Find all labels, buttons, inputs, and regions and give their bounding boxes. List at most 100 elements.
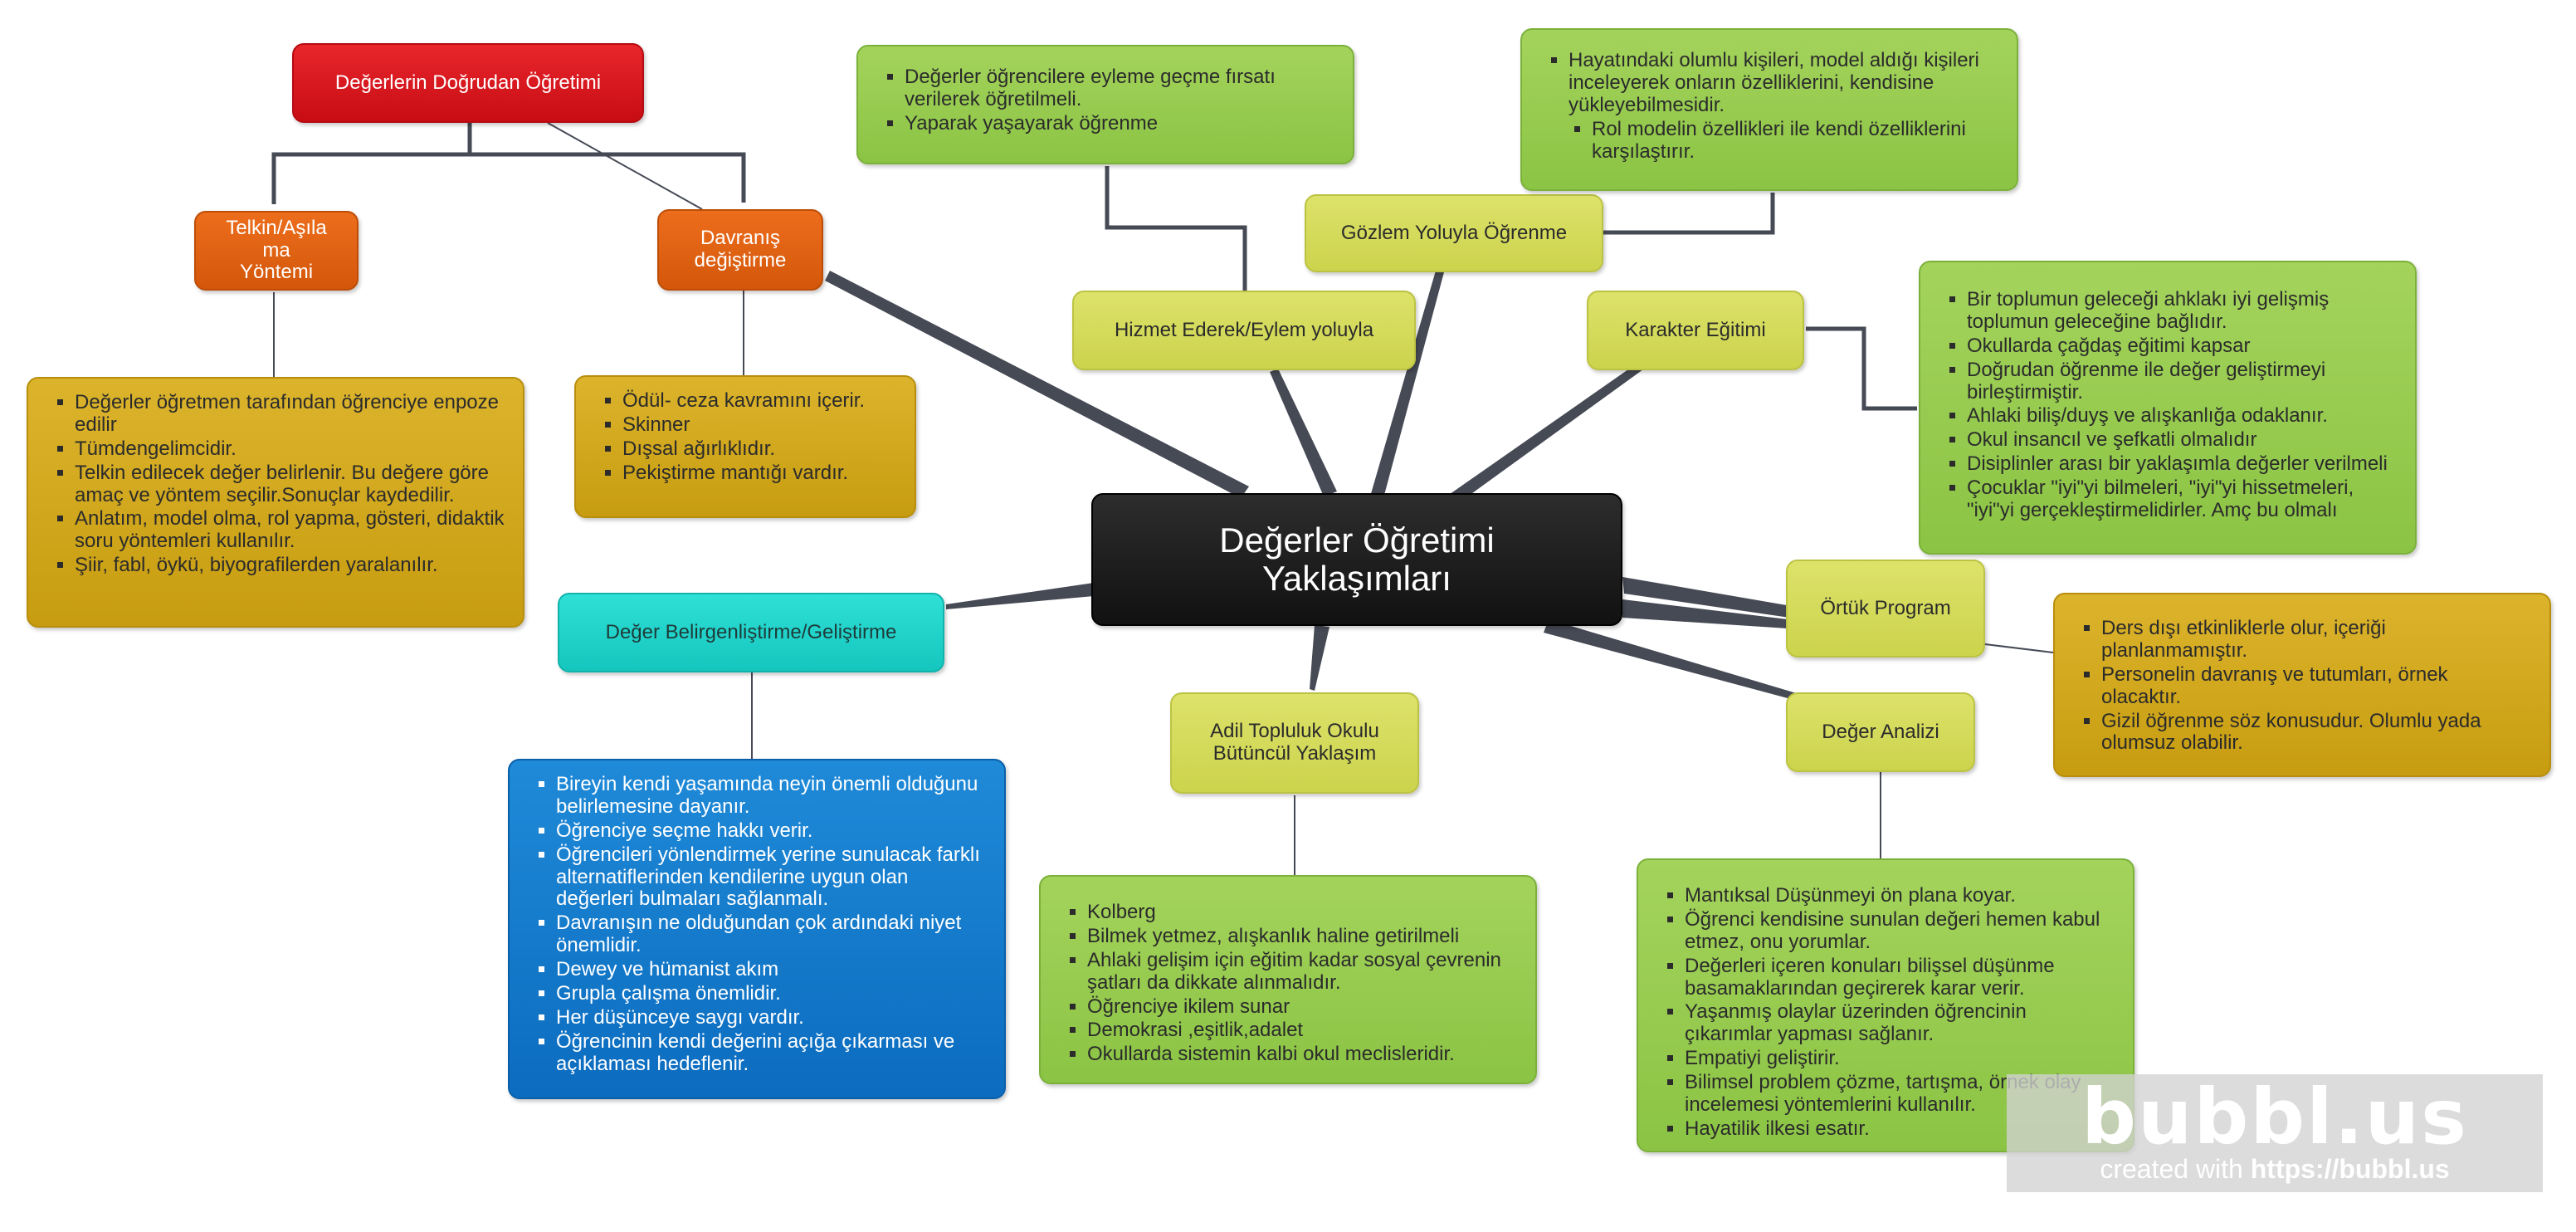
davranis-list: Ödül- ceza kavramını içerir. Skinner Dış… [591, 389, 898, 485]
ortuk-list-node[interactable]: Ders dışı etkinliklerle olur, içeriği pl… [2053, 593, 2551, 777]
list-item: Davranışın ne olduğundan çok ardındaki n… [556, 912, 988, 957]
list-item: Öğrenci kendisine sunulan değeri hemen k… [1685, 908, 2116, 954]
link-gozlem-list [1603, 193, 1775, 235]
hizmet-title: Hizmet Ederek/Eylem yoluyla [1114, 318, 1374, 341]
link-ortuk-list [1984, 643, 2054, 653]
karakter-title: Karakter Eğitimi [1625, 318, 1766, 341]
list-item: Öğrenciye seçme hakkı verir. [556, 819, 988, 843]
adil-node[interactable]: Adil Topluluk Okulu Bütüncül Yaklaşım [1170, 692, 1419, 794]
list-item: Öğrencinin kendi değerini açığa çıkarmas… [556, 1030, 988, 1076]
davranis-node[interactable]: Davranış değiştirme [657, 209, 823, 291]
gozlem-list: Hayatındaki olumlu kişileri, model aldığ… [1537, 49, 2000, 164]
radial-links [825, 271, 1801, 701]
watermark-prefix: created with [2100, 1154, 2251, 1184]
list-item: Pekiştirme mantığı vardır. [622, 462, 898, 485]
thin-links [273, 122, 2054, 875]
gozlem-node[interactable]: Gözlem Yoluyla Öğrenme [1305, 194, 1603, 272]
belirginlestirme-list-node[interactable]: Bireyin kendi yaşamında neyin önemli old… [508, 759, 1006, 1099]
bubblus-watermark[interactable]: bubbl.us created with https://bubbl.us [2007, 1074, 2543, 1192]
telkin-list: Değerler öğretmen tarafından öğrenciye e… [43, 391, 506, 577]
hizmet-node[interactable]: Hizmet Ederek/Eylem yoluyla [1072, 291, 1416, 370]
link-direct-cross [547, 122, 703, 210]
link-center-hizmet [1270, 369, 1337, 496]
list-item: Ders dışı etkinliklerle olur, içeriği pl… [2101, 617, 2533, 662]
list-item: Hayatilik ilkesi esatır. [1685, 1117, 2116, 1141]
list-item: Disiplinler arası bir yaklaşımla değerle… [1967, 452, 2398, 476]
adil-title: Adil Topluluk Okulu Bütüncül Yaklaşım [1210, 720, 1379, 765]
list-item: Skinner [622, 413, 898, 437]
belirginlestirme-list: Bireyin kendi yaşamında neyin önemli old… [524, 773, 988, 1076]
link-hizmet-list [1105, 166, 1247, 291]
telkin-node[interactable]: Telkin/Aşıla ma Yöntemi [194, 211, 359, 291]
ortuk-list: Ders dışı etkinliklerle olur, içeriği pl… [2070, 617, 2533, 755]
link-center-ortuk-2 [1622, 599, 1801, 629]
link-center-analiz [1544, 619, 1799, 701]
list-item: Ahlaki biliş/duyş ve alışkanlığa odaklan… [1967, 404, 2398, 428]
link-center-ortuk [1622, 577, 1801, 619]
list-item: Mantıksal Düşünmeyi ön plana koyar. [1685, 884, 2116, 907]
karakter-list-node[interactable]: Bir toplumun geleceği ahklakı iyi gelişm… [1919, 261, 2417, 555]
list-item: Çocuklar "iyi"yi bilmeleri, "iyi"yi hiss… [1967, 477, 2398, 522]
list-item: Kolberg [1087, 901, 1519, 924]
list-item: Değerleri içeren konuları bilişsel düşün… [1685, 955, 2116, 1000]
link-center-gozlem [1370, 271, 1444, 498]
analiz-list: Mantıksal Düşünmeyi ön plana koyar. Öğre… [1653, 884, 2116, 1141]
watermark-link[interactable]: https://bubbl.us [2250, 1154, 2450, 1184]
list-item: Doğrudan öğrenme ile değer geliştirmeyi … [1967, 359, 2398, 404]
davranis-title: Davranış değiştirme [694, 227, 787, 271]
belirginlestirme-title: Değer Belirgenliştirme/Geliştirme [605, 620, 897, 643]
list-item: Telkin edilecek değer belirlenir. Bu değ… [75, 462, 506, 507]
list-item: Ödül- ceza kavramını içerir. [622, 389, 898, 413]
list-item: Yaparak yaşayarak öğrenme [905, 112, 1336, 135]
list-item: Dışsal ağırlıklıdır. [622, 438, 898, 461]
gozlem-title: Gözlem Yoluyla Öğrenme [1340, 221, 1568, 244]
list-item: Hayatındaki olumlu kişileri, model aldığ… [1569, 49, 2000, 117]
list-item: Ahlaki gelişim için eğitim kadar sosyal … [1087, 949, 1519, 995]
ortuk-node[interactable]: Örtük Program [1786, 560, 1985, 658]
link-center-davranis [825, 271, 1249, 498]
gozlem-list-node[interactable]: Hayatındaki olumlu kişileri, model aldığ… [1520, 28, 2018, 191]
analiz-node[interactable]: Değer Analizi [1786, 692, 1975, 772]
link-direct-telkin [271, 123, 472, 204]
analiz-title: Değer Analizi [1822, 720, 1939, 743]
list-item: Yaşanmış olaylar üzerinden öğrencinin çı… [1685, 1000, 2116, 1046]
bubblus-logo: bubbl.us [2081, 1073, 2468, 1161]
telkin-title: Telkin/Aşıla ma Yöntemi [226, 216, 327, 284]
center-node[interactable]: Değerler Öğretimi Yaklaşımları [1091, 493, 1622, 626]
list-item: Bireyin kendi yaşamında neyin önemli old… [556, 773, 988, 819]
karakter-list: Bir toplumun geleceği ahklakı iyi gelişm… [1935, 288, 2398, 522]
list-item: Grupla çalışma önemlidir. [556, 982, 988, 1005]
list-item: Değerler öğretmen tarafından öğrenciye e… [75, 391, 506, 437]
list-item: Okullarda sistemin kalbi okul meclisleri… [1087, 1043, 1519, 1066]
watermark-caption: created with https://bubbl.us [2007, 1156, 2543, 1182]
list-item: Şiir, fabl, öykü, biyografilerden yarala… [75, 554, 506, 577]
karakter-node[interactable]: Karakter Eğitimi [1587, 291, 1804, 370]
list-item: Dewey ve hümanist akım [556, 958, 988, 981]
list-sub-item: Rol modelin özellikleri ile kendi özelli… [1592, 118, 2000, 164]
list-item: Personelin davranış ve tutumları, örnek … [2101, 663, 2533, 709]
telkin-list-node[interactable]: Değerler öğretmen tarafından öğrenciye e… [27, 377, 524, 628]
davranis-list-node[interactable]: Ödül- ceza kavramını içerir. Skinner Dış… [574, 375, 916, 518]
list-item: Gizil öğrenme söz konusudur. Olumlu yada… [2101, 710, 2533, 755]
list-item: Öğrencileri yönlendirmek yerine sunulaca… [556, 843, 988, 912]
list-item: Değerler öğrencilere eyleme geçme fırsat… [905, 66, 1336, 111]
ortuk-title: Örtük Program [1820, 596, 1951, 619]
list-item: Okullarda çağdaş eğitimi kapsar [1967, 335, 2398, 358]
link-direct-davranis [470, 152, 746, 203]
link-center-belirgin [946, 583, 1094, 609]
list-item: Empatiyi geliştirir. [1685, 1047, 2116, 1070]
hizmet-list-node[interactable]: Değerler öğrencilere eyleme geçme fırsat… [856, 45, 1354, 164]
direct-teaching-title: Değerlerin Doğrudan Öğretimi [334, 71, 602, 94]
adil-list-node[interactable]: Kolberg Bilmek yetmez, alışkanlık haline… [1039, 875, 1537, 1084]
list-item: Bilmek yetmez, alışkanlık haline getiril… [1087, 925, 1519, 948]
link-center-adil [1310, 625, 1329, 691]
belirginlestirme-node[interactable]: Değer Belirgenliştirme/Geliştirme [558, 593, 944, 672]
direct-teaching-node[interactable]: Değerlerin Doğrudan Öğretimi [292, 43, 644, 123]
list-item: Bir toplumun geleceği ahklakı iyi gelişm… [1967, 288, 2398, 334]
link-center-karakter [1444, 364, 1643, 506]
link-karakter-list [1806, 326, 1917, 411]
list-item: Okul insancıl ve şefkatli olmalıdır [1967, 428, 2398, 452]
list-item: Her düşünceye saygı vardır. [556, 1006, 988, 1029]
adil-list: Kolberg Bilmek yetmez, alışkanlık haline… [1056, 901, 1519, 1066]
